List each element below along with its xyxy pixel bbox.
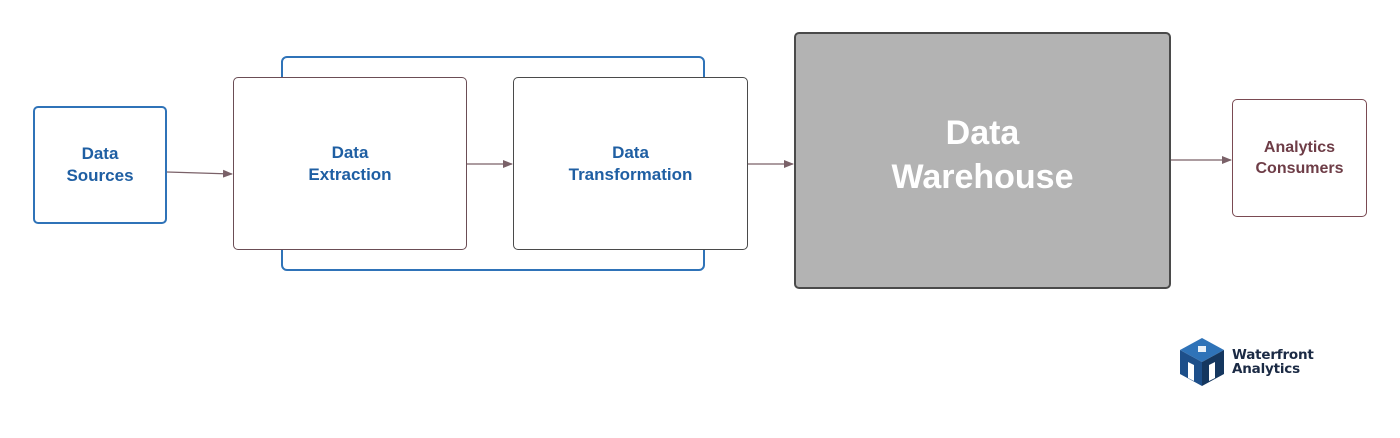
data-sources-node[interactable]: Data Sources	[33, 106, 167, 224]
logo-text-line1: Waterfront	[1232, 347, 1314, 363]
data-warehouse-node[interactable]: Data Warehouse	[794, 32, 1171, 289]
logo-wordmark: Waterfront Analytics	[1232, 348, 1314, 376]
data-extraction-label-line1: Data	[331, 142, 369, 162]
data-warehouse-label-line1: Data	[945, 113, 1020, 152]
data-sources-label-line1: Data	[81, 144, 119, 163]
data-transformation-node[interactable]: Data Transformation	[513, 77, 748, 250]
analytics-consumers-label-line2: Consumers	[1255, 160, 1344, 177]
data-transformation-label-line2: Transformation	[568, 164, 693, 184]
data-sources-label-line2: Sources	[66, 166, 134, 185]
logo-text-line2: Analytics	[1232, 361, 1300, 377]
data-extraction-node[interactable]: Data Extraction	[233, 77, 467, 250]
analytics-consumers-node[interactable]: Analytics Consumers	[1232, 99, 1367, 217]
waterfront-analytics-logo: Waterfront Analytics	[1178, 336, 1314, 388]
waterfront-cube-icon	[1180, 338, 1224, 386]
arrow-sources-to-extraction	[166, 169, 233, 178]
data-extraction-label-line2: Extraction	[308, 164, 392, 184]
analytics-consumers-label-line1: Analytics	[1263, 139, 1336, 156]
data-transformation-label-line1: Data	[612, 142, 649, 162]
data-warehouse-label-line2: Warehouse	[891, 157, 1074, 196]
